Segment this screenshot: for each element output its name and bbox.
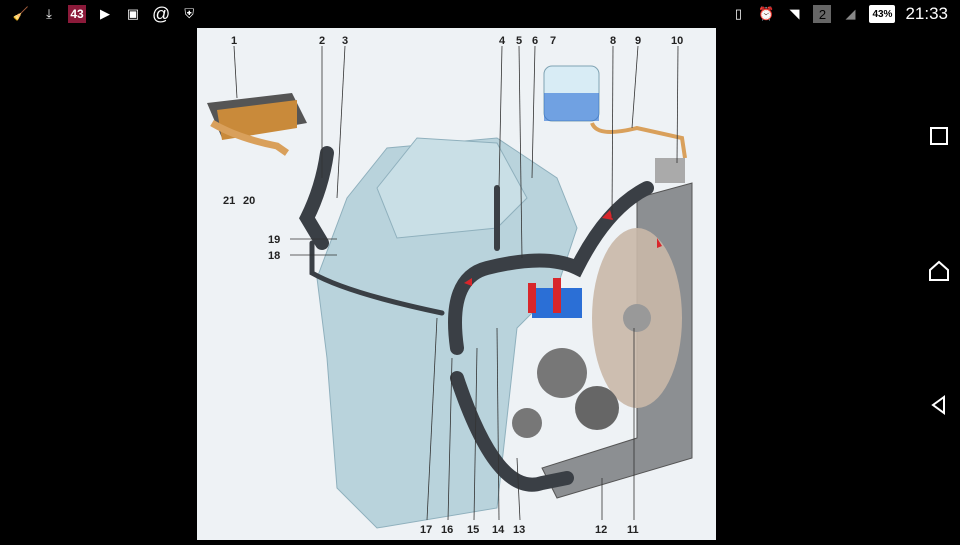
alarm-icon: ⏰ bbox=[758, 6, 775, 21]
gallery-icon: ▣ bbox=[126, 6, 140, 21]
leader-lines bbox=[233, 45, 679, 521]
flow-arrows bbox=[464, 210, 662, 318]
vibrate-icon: ▯ bbox=[734, 6, 743, 21]
cleaner-icon: 🧹 bbox=[12, 6, 30, 21]
heater-core bbox=[207, 93, 307, 156]
part-label: 5 bbox=[516, 35, 522, 47]
expansion-tank bbox=[543, 65, 687, 159]
part-label: 19 bbox=[268, 234, 280, 246]
part-label: 14 bbox=[492, 524, 505, 536]
engine-block bbox=[316, 137, 578, 529]
youtube-icon: ▶ bbox=[100, 6, 110, 21]
home-icon bbox=[929, 260, 949, 281]
part-label: 9 bbox=[635, 35, 641, 47]
part-label: 6 bbox=[532, 35, 538, 47]
part-label: 4 bbox=[499, 35, 506, 47]
bottom-labels: 17 16 15 14 13 12 11 bbox=[420, 524, 639, 536]
part-label: 2 bbox=[319, 35, 325, 47]
part-label: 12 bbox=[595, 524, 607, 536]
status-bar: 🧹 ⤓ 43 ▶ ▣ @ ⛨ ▯ ⏰ ◥ 2 ◢ 43% 21:33 bbox=[0, 0, 960, 28]
signal-icon: ◢ bbox=[845, 6, 856, 21]
square-icon bbox=[930, 127, 948, 145]
part-label: 16 bbox=[441, 524, 453, 536]
part-label: 18 bbox=[268, 250, 280, 262]
part-label: 11 bbox=[627, 524, 639, 536]
navigation-bar bbox=[916, 28, 960, 540]
part-label: 1 bbox=[231, 35, 237, 47]
part-label: 3 bbox=[342, 35, 348, 47]
pulleys bbox=[512, 348, 619, 438]
download-icon: ⤓ bbox=[46, 6, 52, 21]
back-triangle-icon bbox=[931, 395, 945, 415]
part-label: 8 bbox=[610, 35, 616, 47]
wifi-icon: ◥ bbox=[789, 6, 800, 21]
part-label: 17 bbox=[420, 524, 432, 536]
home-button[interactable] bbox=[928, 260, 950, 282]
notification-count-icon: 43 bbox=[68, 5, 86, 23]
part-label: 7 bbox=[550, 35, 556, 47]
part-label: 13 bbox=[513, 524, 525, 536]
top-labels: 1 2 3 4 5 6 7 8 9 10 bbox=[231, 35, 683, 47]
side-labels: 21 20 19 18 bbox=[223, 195, 280, 262]
back-button[interactable] bbox=[928, 394, 950, 416]
image-viewer[interactable]: 1 2 3 4 5 6 7 8 9 10 17 16 15 14 13 12 1… bbox=[197, 28, 716, 540]
sim-slot-icon: 2 bbox=[813, 5, 832, 23]
part-label: 21 bbox=[223, 195, 235, 207]
part-label: 15 bbox=[467, 524, 479, 536]
battery-icon: 43% bbox=[869, 5, 896, 23]
part-label: 10 bbox=[671, 35, 683, 47]
cooling-system-diagram: 1 2 3 4 5 6 7 8 9 10 17 16 15 14 13 12 1… bbox=[207, 35, 693, 536]
shield-app-icon: ⛨ bbox=[184, 6, 195, 21]
clock: 21:33 bbox=[905, 4, 948, 23]
part-label: 20 bbox=[243, 195, 255, 207]
fan bbox=[592, 228, 682, 408]
at-sign-icon: @ bbox=[152, 3, 171, 24]
recents-button[interactable] bbox=[928, 125, 950, 147]
